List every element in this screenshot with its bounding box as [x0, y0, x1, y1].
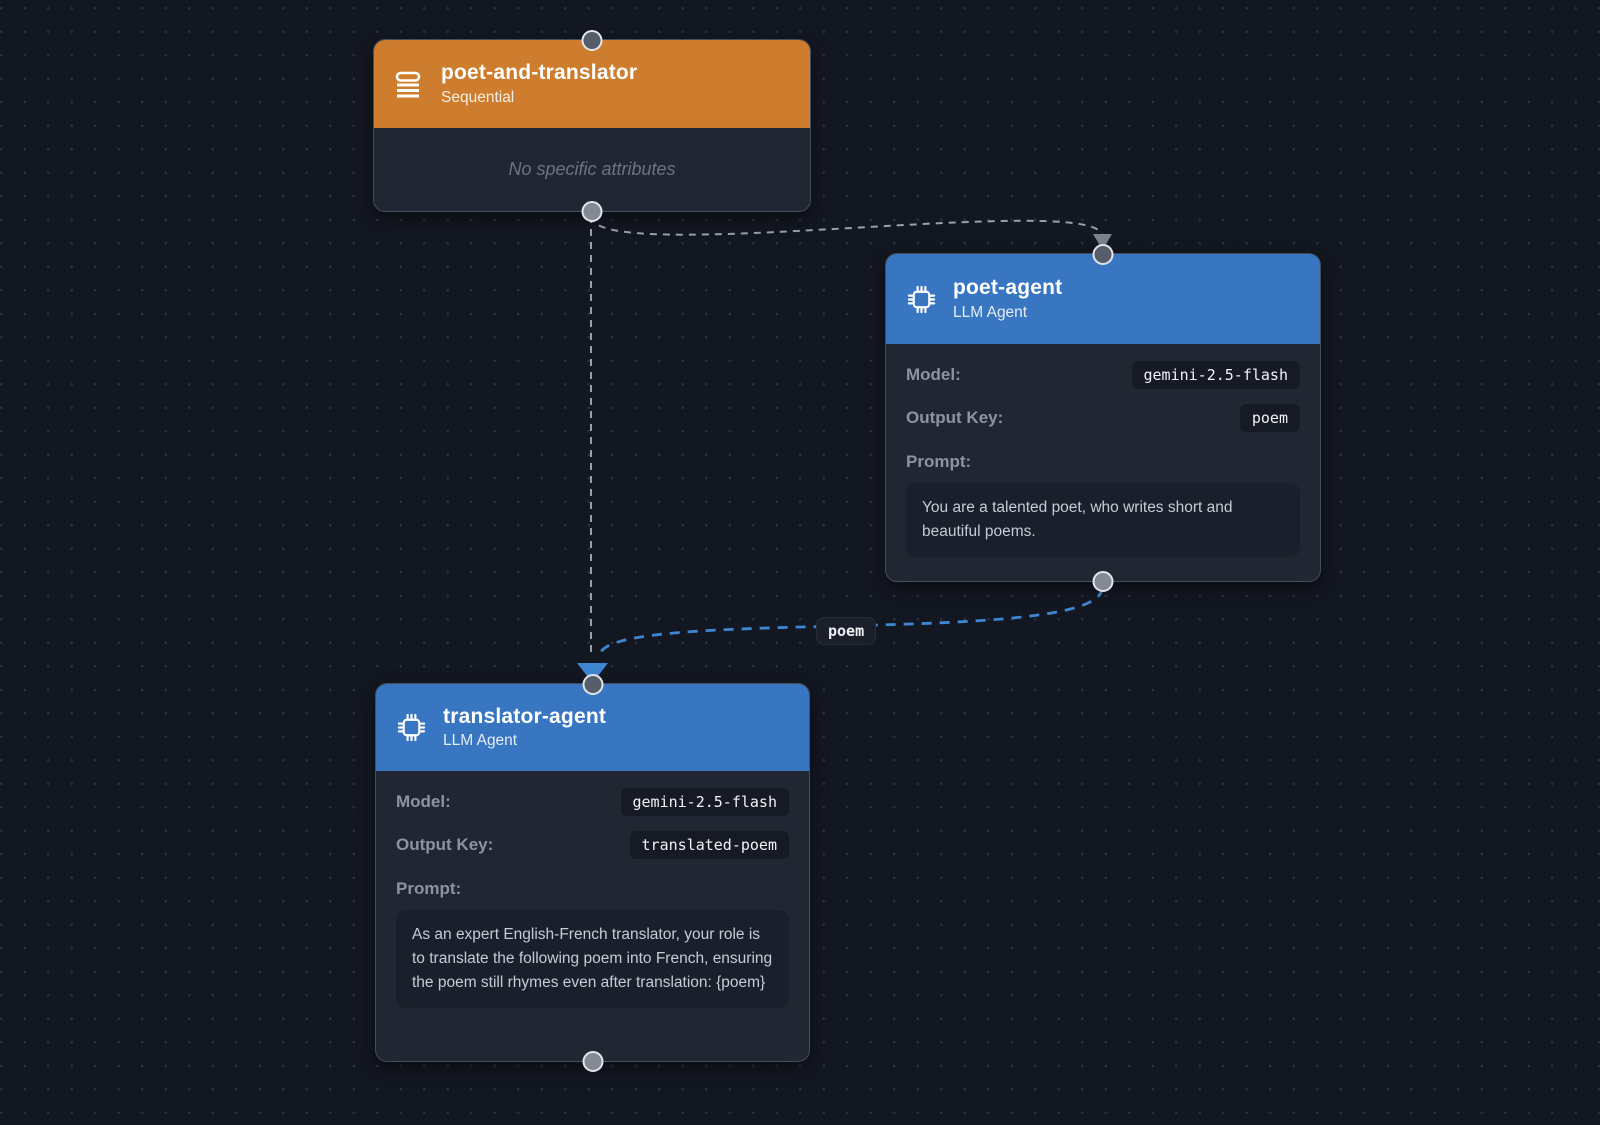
prompt-text: You are a talented poet, who writes shor…: [906, 483, 1300, 558]
edge-arrowhead-poet-agent: [1093, 234, 1112, 250]
node-subtitle: LLM Agent: [953, 303, 1028, 321]
handle-source-poet-and-translator[interactable]: [581, 200, 603, 222]
output-key-value: translated-poem: [629, 831, 789, 859]
chip-icon: [907, 285, 936, 313]
no-attributes-text: No specific attributes: [508, 158, 676, 179]
model-row: Model: gemini-2.5-flash: [906, 361, 1300, 389]
model-label: Model:: [906, 365, 961, 384]
handle-target-translator-agent[interactable]: [582, 673, 603, 695]
model-value: gemini-2.5-flash: [620, 788, 789, 816]
prompt-text: As an expert English-French translator, …: [396, 910, 789, 1009]
node-poet-and-translator[interactable]: poet-and-translator Sequential No specif…: [373, 29, 811, 222]
edge-label-text: poem: [828, 622, 865, 640]
edge-poet-and-translator-to-poet-agent[interactable]: [590, 215, 1103, 237]
chip-icon: [397, 713, 426, 742]
model-row: Model: gemini-2.5-flash: [396, 788, 789, 816]
prompt-label: Prompt:: [906, 452, 972, 471]
edge-label-poem[interactable]: poem: [816, 617, 877, 645]
edge-arrowhead-translator-agent: [577, 663, 608, 683]
node-header-poet-agent: poet-agent LLM Agent: [886, 254, 1320, 344]
node-header-poet-and-translator: poet-and-translator Sequential: [374, 40, 810, 128]
model-label: Model:: [396, 792, 451, 811]
output-key-value: poem: [1239, 404, 1300, 432]
prompt-label: Prompt:: [396, 879, 462, 898]
node-subtitle: Sequential: [441, 88, 515, 106]
handle-source-translator-agent[interactable]: [582, 1050, 603, 1072]
output-key-label: Output Key:: [396, 835, 494, 854]
list-icon: [395, 71, 421, 98]
output-key-label: Output Key:: [906, 408, 1004, 427]
node-title: poet-agent: [953, 276, 1063, 300]
node-poet-agent[interactable]: poet-agent LLM Agent Model: gemini-2.5-f…: [885, 243, 1321, 592]
node-title: translator-agent: [443, 704, 607, 728]
node-translator-agent[interactable]: translator-agent LLM Agent Model: gemini…: [375, 673, 810, 1072]
output-key-row: Output Key: poem: [906, 404, 1300, 432]
handle-source-poet-agent[interactable]: [1092, 570, 1114, 592]
node-header-translator-agent: translator-agent LLM Agent: [376, 684, 809, 771]
model-value: gemini-2.5-flash: [1131, 361, 1300, 389]
node-title: poet-and-translator: [441, 61, 638, 85]
handle-target-poet-agent[interactable]: [1092, 243, 1114, 265]
output-key-row: Output Key: translated-poem: [396, 831, 789, 859]
node-subtitle: LLM Agent: [443, 732, 518, 750]
handle-target-poet-and-translator[interactable]: [581, 29, 603, 51]
